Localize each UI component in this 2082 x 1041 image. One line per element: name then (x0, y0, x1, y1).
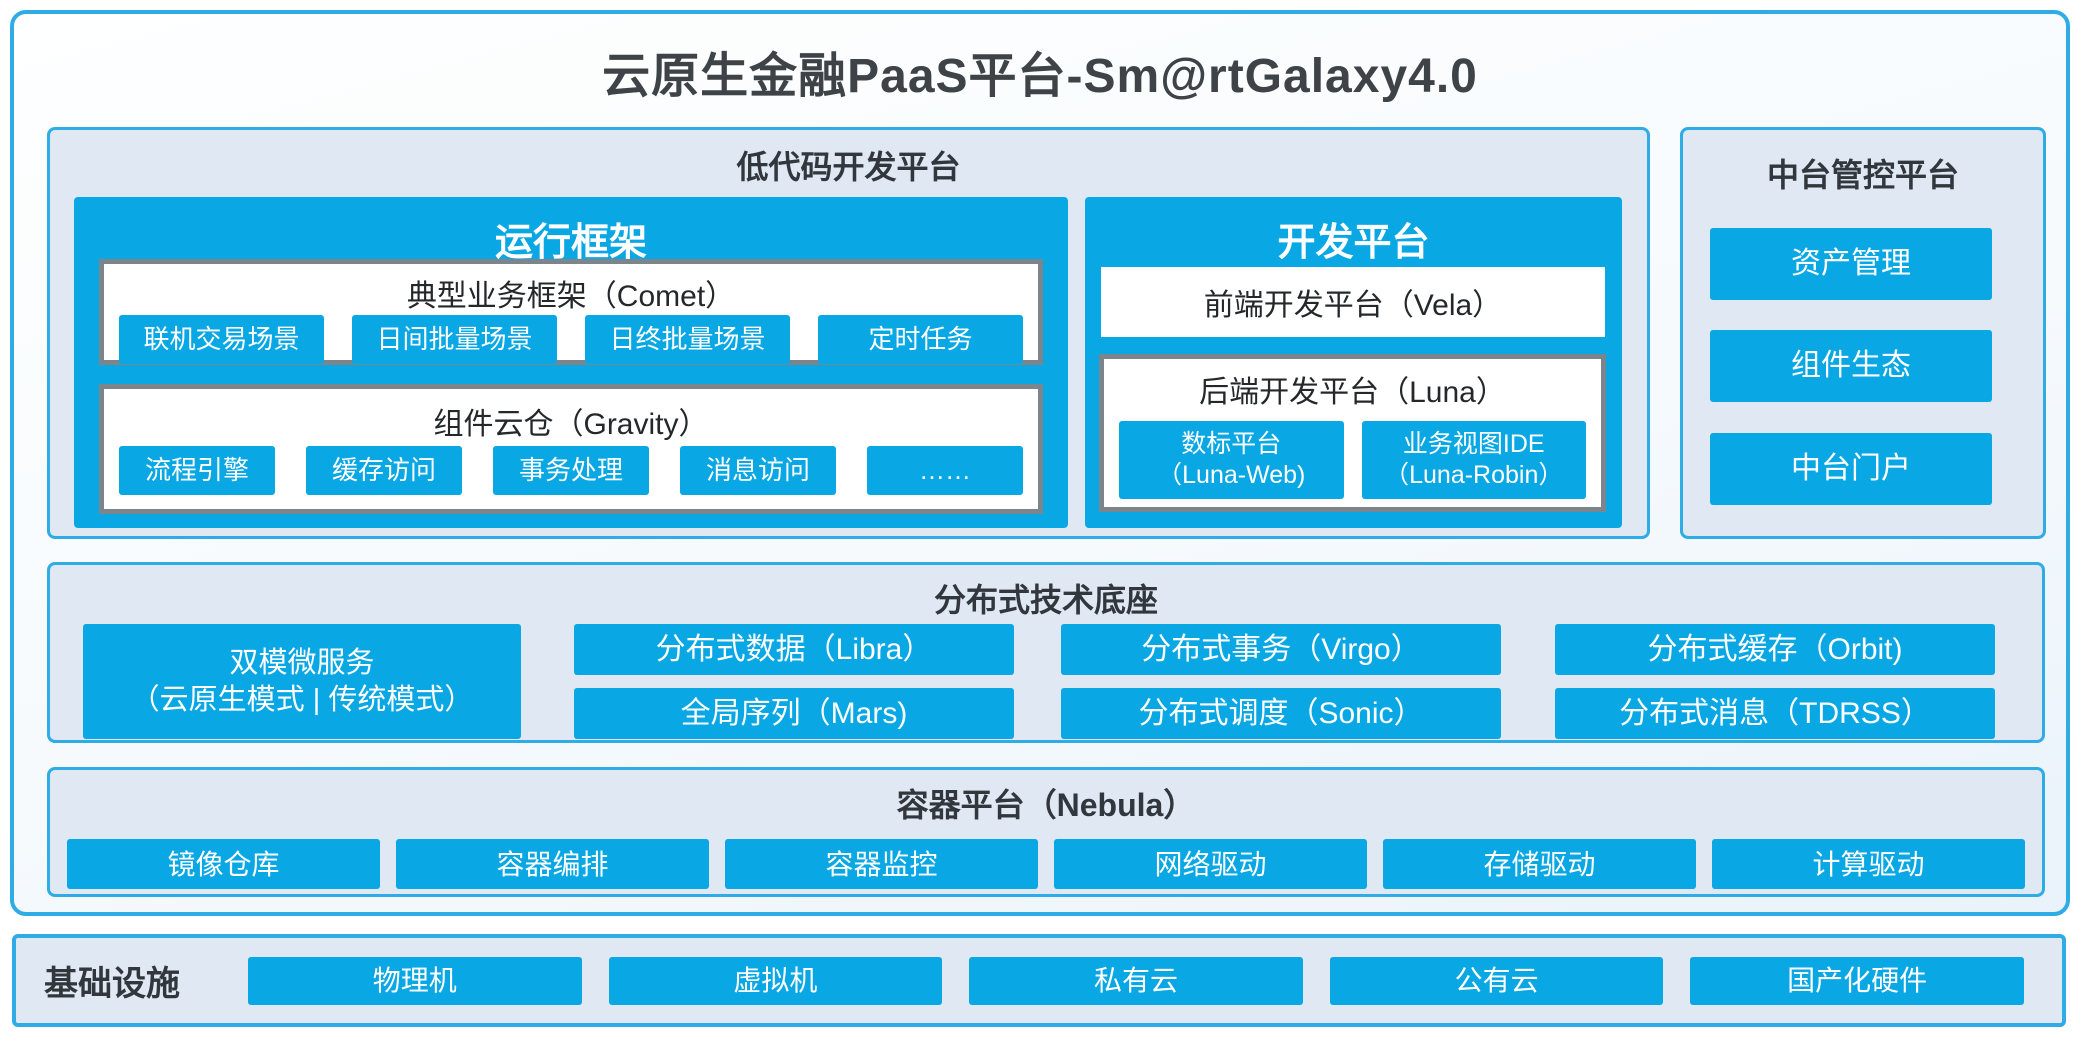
outer-frame: 云原生金融PaaS平台-Sm@rtGalaxy4.0 低代码开发平台 运行框架 … (10, 10, 2070, 916)
distributed-chip-orbit: 分布式缓存（Orbit) (1555, 624, 1995, 675)
page-title: 云原生金融PaaS平台-Sm@rtGalaxy4.0 (602, 50, 1478, 103)
infrastructure-title: 基础设施 (44, 965, 180, 1003)
gravity-title: 组件云仓（Gravity） (433, 408, 709, 441)
luna-title: 后端开发平台（Luna） (1199, 376, 1506, 409)
infrastructure-item: 物理机 (248, 956, 582, 1005)
mid-platform-title: 中台管控平台 (1766, 157, 1959, 193)
distributed-chip-tdrss: 分布式消息（TDRSS） (1555, 688, 1995, 739)
luna-item-name: 数标平台 (1181, 429, 1282, 458)
comet-item: 日终批量场景 (585, 315, 790, 364)
infrastructure-bar: 基础设施 物理机 虚拟机 私有云 公有云 国产化硬件 (12, 934, 2066, 1027)
vela-label: 前端开发平台（Vela） (1203, 289, 1503, 322)
luna-item-sub: （Luna-Web) (1157, 461, 1306, 489)
low-code-platform-panel: 低代码开发平台 运行框架 典型业务框架（Comet） 联机交易场景 日间批量场景… (47, 127, 1650, 539)
mid-platform-item: 组件生态 (1710, 330, 1992, 402)
runtime-framework-panel: 运行框架 典型业务框架（Comet） 联机交易场景 日间批量场景 日终批量场景 … (74, 197, 1068, 528)
container-item: 存储驱动 (1383, 839, 1696, 889)
container-platform-title: 容器平台（Nebula） (896, 787, 1196, 823)
mid-platform-item: 中台门户 (1710, 433, 1992, 505)
comet-items-row: 联机交易场景 日间批量场景 日终批量场景 定时任务 (119, 315, 1023, 364)
distributed-chip-libra: 分布式数据（Libra） (574, 624, 1014, 675)
comet-item: 定时任务 (818, 315, 1023, 364)
comet-item: 日间批量场景 (352, 315, 557, 364)
container-platform-panel: 容器平台（Nebula） 镜像仓库 容器编排 容器监控 网络驱动 存储驱动 计算… (47, 767, 2045, 897)
distributed-base-title: 分布式技术底座 (933, 582, 1158, 618)
distributed-chip-mars: 全局序列（Mars) (574, 688, 1014, 739)
container-item: 容器编排 (396, 839, 709, 889)
vela-box: 前端开发平台（Vela） (1101, 267, 1605, 337)
luna-item-sub: （Luna-Robin） (1384, 461, 1564, 489)
dual-mode-microservice-chip: 双模微服务 （云原生模式 | 传统模式） (83, 624, 521, 739)
gravity-box: 组件云仓（Gravity） 流程引擎 缓存访问 事务处理 消息访问 …… (99, 384, 1043, 514)
dual-mode-line1: 双模微服务 (229, 647, 375, 680)
gravity-item: 消息访问 (680, 446, 836, 495)
comet-title: 典型业务框架（Comet） (406, 280, 736, 313)
gravity-item: 事务处理 (493, 446, 649, 495)
dev-platform-panel: 开发平台 前端开发平台（Vela） 后端开发平台（Luna） 数标平台 （Lun… (1085, 197, 1622, 528)
dual-mode-line2: （云原生模式 | 传统模式） (130, 683, 474, 716)
luna-item-name: 业务视图IDE (1402, 429, 1545, 458)
container-item: 计算驱动 (1712, 839, 2025, 889)
gravity-item-ellipsis: …… (867, 446, 1023, 495)
container-item: 镜像仓库 (67, 839, 380, 889)
gravity-items-row: 流程引擎 缓存访问 事务处理 消息访问 …… (119, 446, 1023, 495)
gravity-item: 流程引擎 (119, 446, 275, 495)
infrastructure-item: 私有云 (969, 956, 1303, 1005)
distributed-base-panel: 分布式技术底座 双模微服务 （云原生模式 | 传统模式） 分布式数据（Libra… (47, 562, 2045, 743)
mid-platform-item: 资产管理 (1710, 228, 1992, 300)
luna-items-row: 数标平台 （Luna-Web) 业务视图IDE （Luna-Robin） (1119, 421, 1586, 499)
mid-platform-panel: 中台管控平台 资产管理 组件生态 中台门户 (1680, 127, 2046, 539)
luna-box: 后端开发平台（Luna） 数标平台 （Luna-Web) 业务视图IDE （Lu… (1099, 354, 1606, 512)
comet-item: 联机交易场景 (119, 315, 324, 364)
infrastructure-item: 虚拟机 (608, 956, 943, 1005)
container-item: 容器监控 (725, 839, 1038, 889)
low-code-platform-title: 低代码开发平台 (736, 149, 961, 185)
luna-item-web: 数标平台 （Luna-Web) (1119, 421, 1344, 499)
luna-item-robin: 业务视图IDE （Luna-Robin） (1361, 421, 1586, 499)
infrastructure-items-row: 物理机 虚拟机 私有云 公有云 国产化硬件 (248, 956, 2024, 1005)
container-item: 网络驱动 (1054, 839, 1367, 889)
runtime-framework-title: 运行框架 (494, 222, 647, 264)
infrastructure-item: 国产化硬件 (1690, 956, 2024, 1005)
distributed-chip-virgo: 分布式事务（Virgo） (1061, 624, 1501, 675)
comet-box: 典型业务框架（Comet） 联机交易场景 日间批量场景 日终批量场景 定时任务 (99, 259, 1043, 365)
container-items-row: 镜像仓库 容器编排 容器监控 网络驱动 存储驱动 计算驱动 (67, 839, 2025, 889)
infrastructure-item: 公有云 (1329, 956, 1664, 1005)
dev-platform-title: 开发平台 (1277, 222, 1430, 264)
gravity-item: 缓存访问 (306, 446, 462, 495)
distributed-chip-sonic: 分布式调度（Sonic） (1061, 688, 1501, 739)
